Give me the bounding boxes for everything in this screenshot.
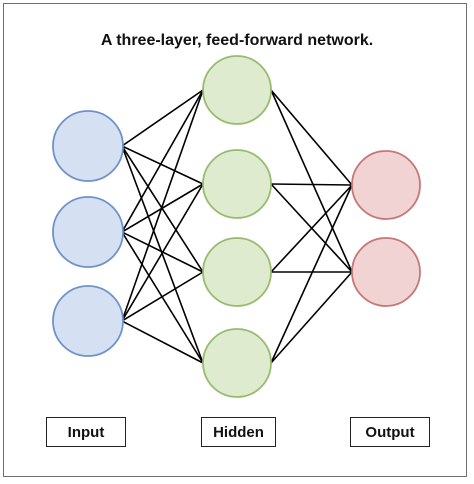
edge-input-2-to-hidden-2	[121, 183, 204, 233]
edge-input-2-to-hidden-4	[121, 231, 204, 364]
edge-input-3-to-hidden-1	[121, 89, 204, 322]
edge-hidden-1-to-output-1	[270, 89, 353, 186]
edge-input-2-to-hidden-1	[121, 89, 204, 233]
edge-input-1-to-hidden-2	[121, 145, 204, 185]
hidden-node-4	[202, 328, 272, 398]
edge-input-3-to-hidden-3	[121, 271, 204, 322]
input-node-2	[52, 196, 124, 268]
edge-hidden-4-to-output-1	[270, 184, 353, 364]
edge-hidden-2-to-output-1	[270, 183, 353, 186]
hidden-layer-label: Hidden	[201, 417, 276, 447]
input-node-3	[52, 285, 124, 357]
input-node-1	[52, 110, 124, 182]
output-layer-label: Output	[350, 417, 430, 447]
edge-hidden-4-to-output-2	[270, 271, 353, 364]
connections	[121, 89, 353, 364]
output-node-1	[351, 150, 421, 220]
edge-input-3-to-hidden-2	[121, 183, 204, 322]
hidden-node-2	[202, 149, 272, 219]
edge-hidden-1-to-output-2	[270, 89, 353, 273]
edge-input-1-to-hidden-3	[121, 145, 204, 273]
hidden-node-1	[202, 55, 272, 125]
edge-input-1-to-hidden-4	[121, 145, 204, 364]
hidden-node-3	[202, 237, 272, 307]
diagram-title: A three-layer, feed-forward network.	[100, 32, 374, 49]
edge-hidden-3-to-output-1	[270, 184, 353, 273]
edge-input-1-to-hidden-1	[121, 89, 204, 147]
edge-input-3-to-hidden-4	[121, 320, 204, 364]
output-node-2	[351, 237, 421, 307]
neurons	[52, 55, 421, 398]
input-layer-label: Input	[46, 417, 126, 447]
